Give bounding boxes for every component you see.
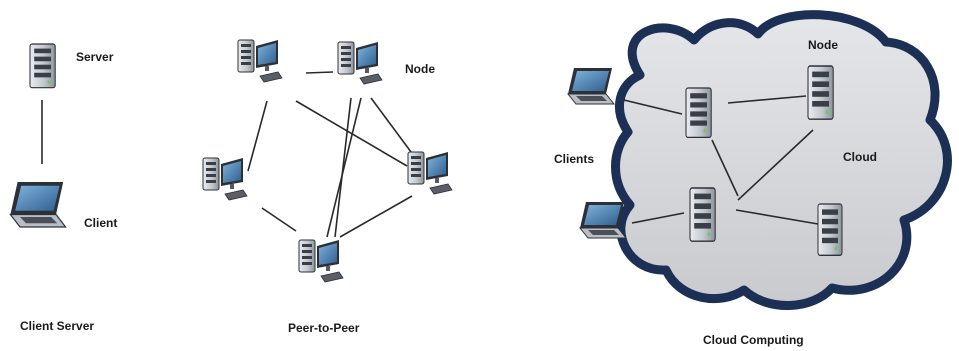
node-label-p2p: Node [405,62,435,76]
cloud-links [623,95,819,225]
cloud-label: Cloud [843,150,877,164]
server-icon [29,43,56,89]
server-icon [807,65,834,120]
client-server-caption: Client Server [20,319,95,333]
server-label: Server [76,50,114,64]
laptop-icon [567,67,615,105]
node-label-cloud: Node [808,38,838,52]
server-icon [817,203,843,256]
desktop-workstation-icon [407,151,453,195]
peer-to-peer-caption: Peer-to-Peer [288,321,360,335]
desktop-workstation-icon [237,39,283,83]
laptop-icon [9,181,67,228]
desktop-workstation-icon [298,239,344,283]
server-icon [689,187,716,242]
server-icon [685,87,712,139]
client-label: Client [84,216,118,230]
desktop-workstation-icon [202,157,248,201]
desktop-workstation-icon [337,41,383,85]
laptop-icon [579,201,627,239]
peer-to-peer-links [247,71,415,238]
clients-label: Clients [554,152,595,166]
cloud-computing-caption: Cloud Computing [703,333,804,347]
